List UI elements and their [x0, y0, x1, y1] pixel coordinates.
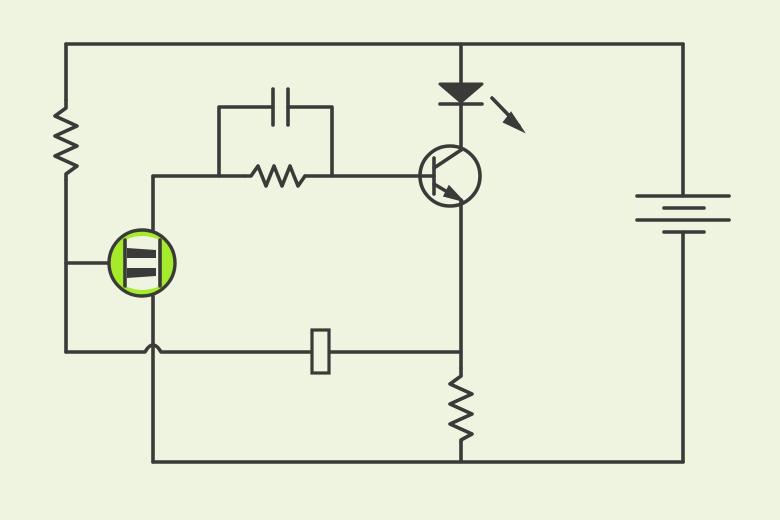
- left-resistor: [53, 98, 79, 182]
- light-arrow-icon: [490, 96, 526, 134]
- coupling-capacitor: [310, 328, 331, 375]
- battery: [635, 194, 731, 234]
- npn-transistor: [418, 144, 482, 208]
- cap-bracket-left: [217, 105, 275, 178]
- feedback-capacitor: [271, 87, 290, 127]
- cap-left-wire: [64, 343, 314, 354]
- wires: [64, 42, 685, 464]
- cap-bracket-right: [286, 105, 334, 178]
- emitter-resistor: [448, 366, 474, 444]
- green-sensor: [107, 228, 177, 298]
- feedback-resistor: [243, 164, 307, 188]
- led: [438, 82, 484, 106]
